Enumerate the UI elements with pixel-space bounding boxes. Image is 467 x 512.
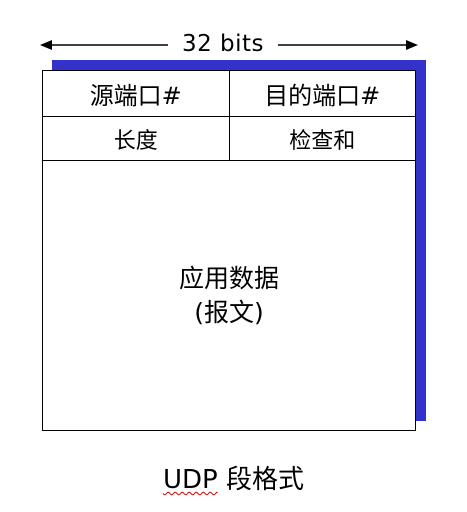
checksum-field: 检查和 — [289, 128, 356, 154]
header-row-length-checksum: 长度 检查和 — [43, 117, 415, 161]
caption-protocol: UDP — [162, 465, 218, 495]
payload-field: 应用数据 (报文) — [43, 161, 415, 431]
caption-text: 段格式 — [225, 465, 304, 495]
udp-segment: 源端口# 目的端口# 长度 检查和 应用数据 (报文) — [42, 70, 416, 431]
source-port-field: 源端口# — [43, 71, 230, 116]
header-row-ports: 源端口# 目的端口# — [43, 71, 415, 117]
width-label: 32 bits — [168, 29, 278, 59]
dest-port-field: 目的端口# — [264, 82, 381, 110]
diagram-caption: UDP 段格式 — [0, 462, 467, 498]
payload-sublabel: (报文) — [194, 298, 264, 327]
length-field: 长度 — [43, 117, 230, 160]
payload-label: 应用数据 — [178, 264, 279, 293]
